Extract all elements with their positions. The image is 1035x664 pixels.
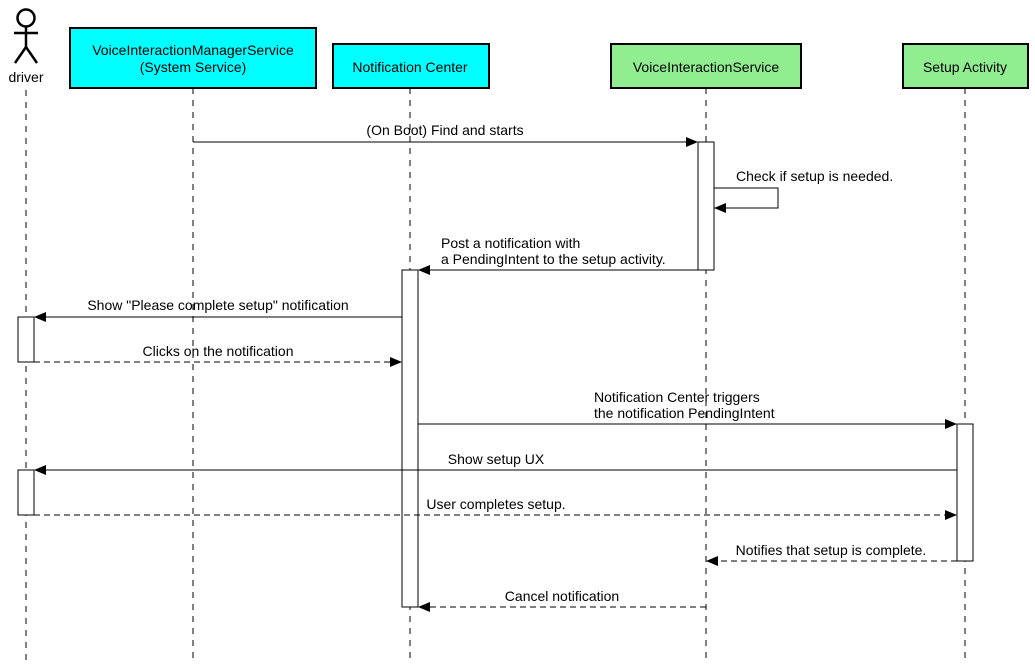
message-label: Show setup UX xyxy=(448,451,545,467)
participant-box xyxy=(610,43,802,89)
activation-vis xyxy=(697,141,715,271)
participant-box xyxy=(902,43,1029,89)
participant-label: Setup Activity xyxy=(923,59,1007,75)
message-label: Notifies that setup is complete. xyxy=(736,542,927,558)
participant-box xyxy=(332,43,490,89)
message-label: Post a notification with xyxy=(441,235,580,251)
message-label-line2: the notification PendingIntent xyxy=(594,405,775,421)
participant-nc: Notification Center xyxy=(332,43,490,89)
message-label: Check if setup is needed. xyxy=(736,168,893,184)
participant-label: VoiceInteractionManagerService xyxy=(92,42,294,58)
participant-vims: VoiceInteractionManagerService (System S… xyxy=(69,27,317,89)
activation-driver-2 xyxy=(17,469,35,516)
message-label: Notification Center triggers xyxy=(594,389,760,405)
activation-driver-1 xyxy=(17,316,35,363)
message-label: Show "Please complete setup" notificatio… xyxy=(87,297,348,313)
activation-sa xyxy=(956,423,974,562)
message-label-line2: a PendingIntent to the setup activity. xyxy=(441,251,666,267)
message-label: Clicks on the notification xyxy=(143,343,294,359)
activation-nc xyxy=(401,269,419,608)
participant-label: Notification Center xyxy=(352,59,468,75)
participant-label: VoiceInteractionService xyxy=(633,59,780,75)
stick-figure-icon xyxy=(13,8,39,64)
actor-name: driver xyxy=(8,69,43,85)
participant-vis: VoiceInteractionService xyxy=(610,43,802,89)
message-label: Cancel notification xyxy=(505,588,619,604)
message-label: User completes setup. xyxy=(426,496,565,512)
participant-box xyxy=(69,27,317,89)
self-message-arrow xyxy=(714,187,779,213)
message-label: (On Boot) Find and starts xyxy=(366,122,523,138)
participant-sublabel: (System Service) xyxy=(140,59,247,75)
participant-sa: Setup Activity xyxy=(902,43,1029,89)
